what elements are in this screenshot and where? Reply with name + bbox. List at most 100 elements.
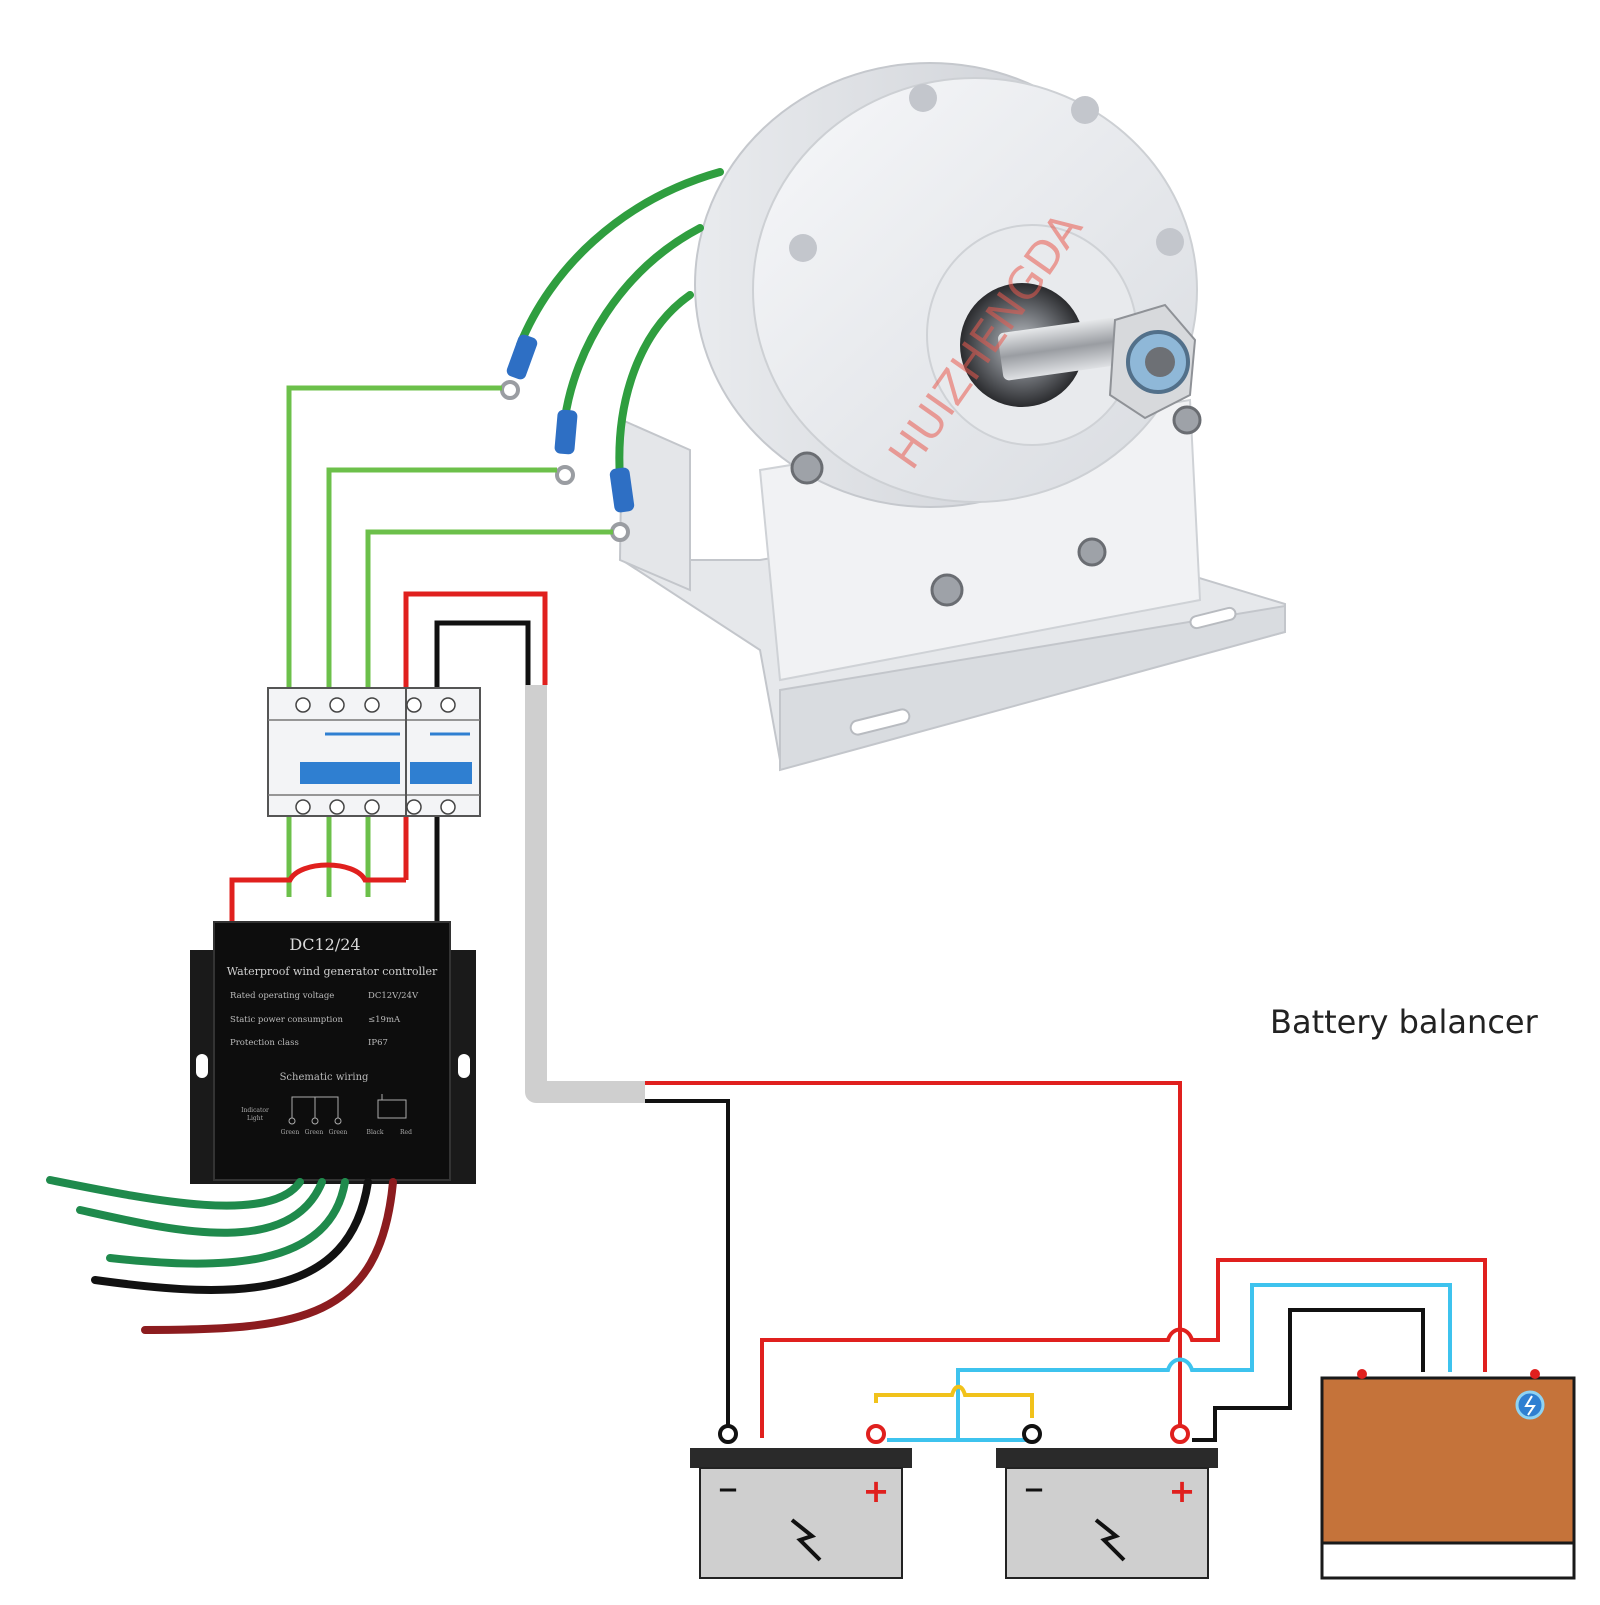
battery-lid [690,1448,912,1468]
wind-generator: HUIZHENGDA [618,62,1286,772]
output-lead-green [76,1178,326,1237]
bracket-bolt [1077,537,1107,567]
schematic-node [288,1117,296,1125]
output-lead-green [46,1176,304,1210]
shaft-nut-bore [1145,347,1175,377]
output-lead-red [141,1178,397,1334]
wiring-label-green-2: Green [305,1129,324,1136]
terminal-screw [364,697,380,713]
wiring-label-red: Red [400,1129,412,1136]
wiring-heading: Schematic wiring [280,1072,369,1083]
battery-case [699,1467,903,1579]
battery-positive-post [1170,1424,1190,1444]
lead-blue-sleeve [609,467,635,513]
schematic-box [377,1099,407,1119]
generator-shaft [998,317,1122,381]
balancer-bottom-band [1320,1541,1576,1580]
battery-negative-post [718,1424,738,1444]
bracket-slot [1189,606,1237,630]
terminal-screw [440,697,456,713]
breaker-terminals-bottom [295,799,456,815]
bracket-slot [849,708,911,736]
battery-2: − + [996,1424,1218,1579]
generator-lead-green [615,291,694,482]
spec-value: ≤19mA [368,1015,401,1025]
controller-output-leads [46,1176,397,1334]
battery-positive-post [866,1424,886,1444]
battery-negative-post [1022,1424,1042,1444]
bracket-bolt [790,451,824,485]
wire-red-balancer [760,1258,1487,1438]
battery-balancer [1320,1369,1576,1580]
terminal-screw [295,697,311,713]
balancer-terminal [1530,1369,1540,1379]
housing-bolt-hole [1071,96,1099,124]
housing-bolt-hole [909,84,937,112]
breaker-handle-3pole[interactable] [300,762,400,784]
terminal-screw [406,799,422,815]
wire-black-balancer [1192,1308,1425,1442]
lightning-icon [1524,1395,1536,1416]
terminal-screw [406,697,422,713]
wiring-label-indicator: Indicator [241,1107,269,1114]
generator-lead-green [516,168,724,349]
lead-blue-sleeve [554,409,578,455]
output-lead-green [106,1178,349,1268]
battery-wiring [645,1081,1570,1442]
gray-output-cable [525,685,645,1103]
lead-ring-terminal [555,465,575,485]
lead-ring-terminal [610,522,630,542]
battery-lid [996,1448,1218,1468]
battery-positive-symbol: + [1169,1472,1196,1510]
balancer-terminal [1357,1369,1367,1379]
wiring-label-black: Black [367,1129,384,1136]
wiring-label-green-3: Green [329,1129,348,1136]
lead-blue-sleeve [506,334,538,380]
generator-leads [500,168,724,542]
battery-case [1005,1467,1209,1579]
spec-label: Rated operating voltage [230,991,334,1001]
circuit-breaker-block [267,687,481,817]
battery-negative-symbol: − [717,1475,739,1505]
breaker-terminals-top [295,697,456,713]
battery-positive-symbol: + [863,1472,890,1510]
battery-bolt-icon [1094,1518,1126,1562]
battery-bolt-icon [790,1518,822,1562]
terminal-screw [329,697,345,713]
terminal-screw [329,799,345,815]
battery-1: − + [690,1424,912,1579]
spec-value: DC12V/24V [368,991,419,1001]
wire-yellow-link [874,1384,1034,1418]
schematic-node [334,1117,342,1125]
breaker-handle-2pole[interactable] [410,762,472,784]
wire-red-main [645,1081,1182,1425]
controller-body [213,921,451,1181]
generator-bracket-foot [779,604,1286,772]
terminal-screw [364,799,380,815]
bracket-bolt [930,573,964,607]
controller-model: DC12/24 [289,935,360,954]
wire-blue-balancer [887,1283,1452,1442]
spec-label: Static power consumption [230,1015,343,1025]
controller-subtitle: Waterproof wind generator controller [227,965,438,978]
wire-green-1 [286,385,502,897]
wiring-label-light: Light [247,1115,264,1122]
bracket-bolt [1172,405,1202,435]
battery-balancer-label: Battery balancer [1270,1003,1538,1041]
wind-controller: DC12/24 Waterproof wind generator contro… [190,921,476,1184]
housing-bolt-hole [1156,228,1184,256]
battery-negative-symbol: − [1023,1475,1045,1505]
output-lead-black [91,1178,372,1294]
spec-label: Protection class [230,1038,299,1048]
wire-black-main [645,1099,730,1425]
controller-schematic [288,1094,407,1125]
wiring-label-green-1: Green [281,1129,300,1136]
generator-bracket-left [618,418,691,592]
wiring-green [286,385,613,897]
lead-ring-terminal [500,380,520,400]
wire-red-controller [229,862,406,922]
generator-lead-green [561,224,704,422]
terminal-screw [440,799,456,815]
